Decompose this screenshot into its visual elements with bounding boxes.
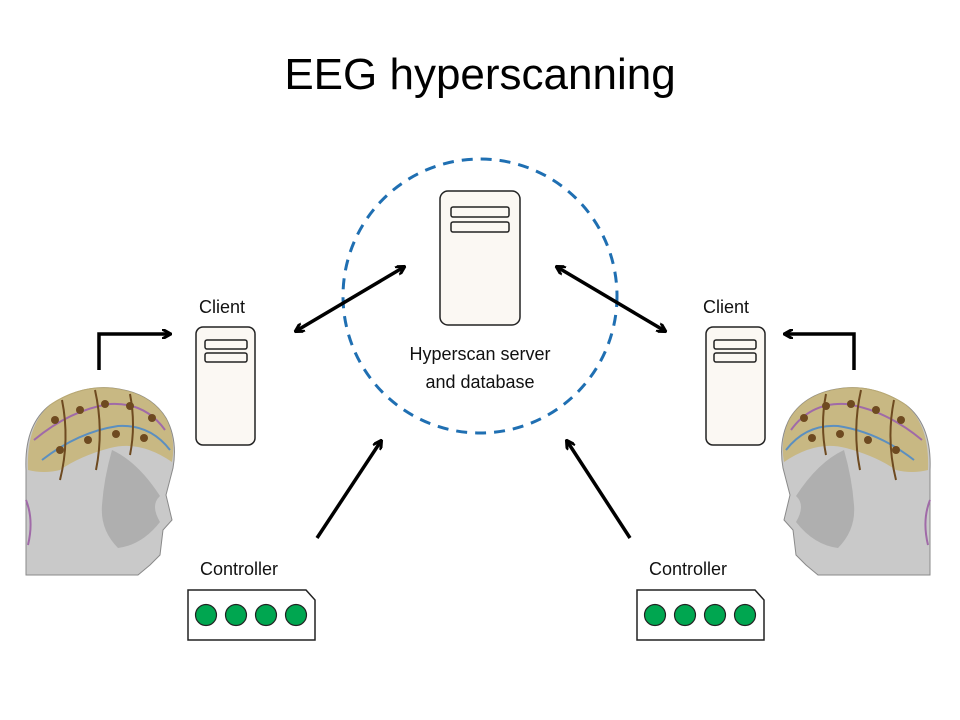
- server-icon: [439, 190, 521, 326]
- client-label-right: Client: [703, 297, 750, 317]
- controller-label-left: Controller: [200, 559, 279, 579]
- arrow-head-right-to-client: [785, 334, 856, 370]
- arrow-head-left-to-client: [97, 334, 170, 370]
- eeg-cap-head-icon: [25, 387, 175, 576]
- eeg-cap-head-icon: [781, 387, 931, 576]
- controller-button: [194, 603, 218, 627]
- controller-button: [673, 603, 697, 627]
- controller-label-right: Controller: [649, 559, 728, 579]
- controller-button: [224, 603, 248, 627]
- controller-icon: [187, 589, 316, 641]
- controller-button: [284, 603, 308, 627]
- controller-button: [254, 603, 278, 627]
- controller-button: [643, 603, 667, 627]
- arrow-controller-right-to-server: [567, 441, 632, 539]
- controller-button: [703, 603, 727, 627]
- arrow-controller-left-to-server: [315, 441, 381, 539]
- server-label-line2: and database: [425, 372, 535, 392]
- controller-button: [733, 603, 757, 627]
- client-label-left: Client: [199, 297, 246, 317]
- arrow-server-client-right: [557, 267, 665, 331]
- server-label-line1: Hyperscan server: [409, 344, 551, 364]
- diagram-title: EEG hyperscanning: [284, 50, 676, 99]
- arrow-server-client-left: [296, 267, 404, 331]
- client-computer-icon: [195, 326, 256, 446]
- controller-icon: [636, 589, 765, 641]
- client-computer-icon: [705, 326, 766, 446]
- server-label: Hyperscan server and database: [370, 340, 590, 396]
